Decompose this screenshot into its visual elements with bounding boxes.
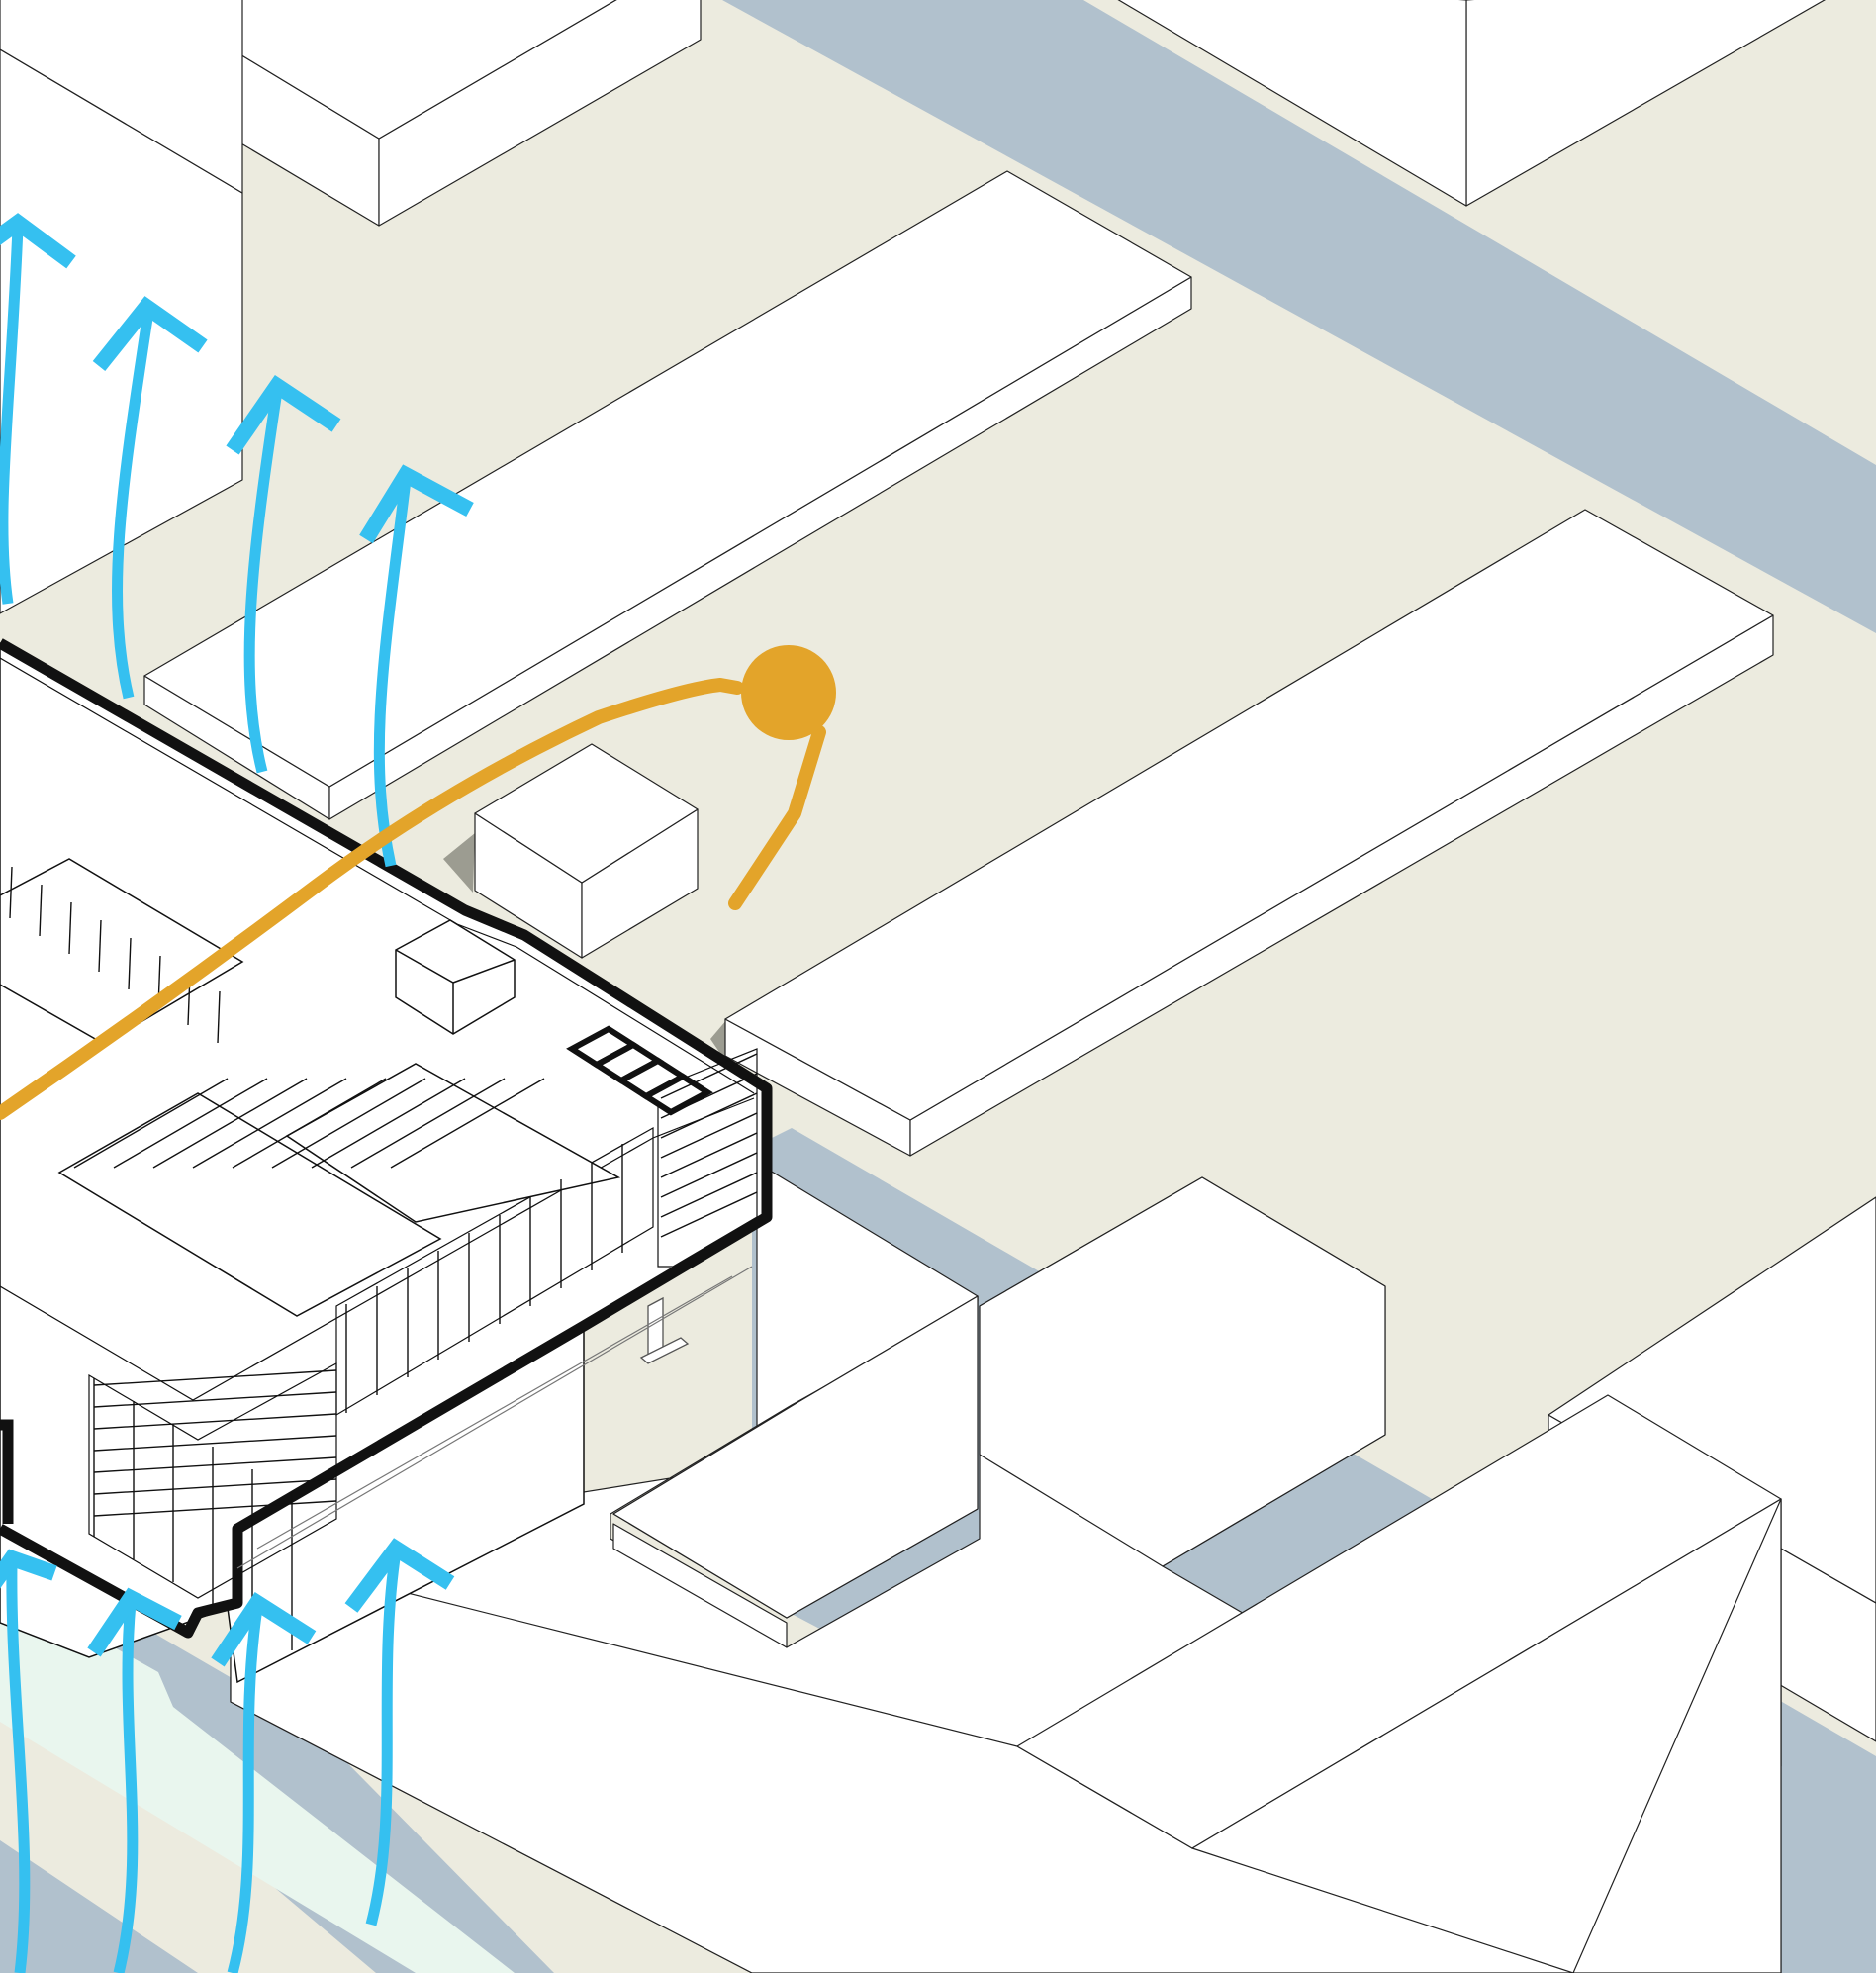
- window-mullion: [660, 1112, 758, 1159]
- window-mullion: [390, 1078, 545, 1169]
- window-mullion: [93, 1369, 337, 1386]
- window-mullion: [93, 1435, 337, 1452]
- window-mullion: [93, 1500, 337, 1517]
- ground-edge: [236, 1266, 753, 1569]
- wind-arrow-head: [0, 213, 76, 269]
- window-mullion: [192, 1078, 347, 1169]
- wind-flow-arrow: [87, 1587, 182, 1973]
- context-building: [230, 1162, 1782, 1973]
- sun-path-arc: [0, 678, 744, 1120]
- window-mullion: [271, 1078, 426, 1169]
- window-mullion: [39, 884, 43, 937]
- road-northeast: [722, 0, 1876, 633]
- wind-arrow-head: [211, 1592, 317, 1667]
- sun-path-tail: [728, 725, 826, 910]
- wind-arrow-shaft: [227, 1607, 263, 1973]
- wind-flow-arrow: [226, 374, 341, 774]
- window-mullion: [93, 1478, 337, 1495]
- wind-flow-arrow: [211, 1592, 317, 1973]
- context-building: [724, 509, 1774, 1157]
- roof-skylight: [285, 1063, 621, 1223]
- wind-arrow-shaft: [0, 227, 24, 605]
- wind-arrow-shaft: [365, 1550, 402, 1926]
- wind-arrow-head: [344, 1538, 455, 1613]
- wind-flow-arrow: [344, 1538, 455, 1926]
- window-mullion: [128, 937, 132, 990]
- road-southwest-lane: [0, 1544, 554, 1973]
- window-mullion: [660, 1053, 758, 1099]
- wind-arrows: [0, 213, 474, 1973]
- roof-skylight: [57, 1092, 442, 1317]
- window-mullion: [350, 1078, 506, 1169]
- road-southwest: [0, 1702, 198, 1973]
- wind-flow-arrow: [359, 464, 474, 868]
- wind-arrow-head: [0, 1549, 57, 1589]
- window-mullion: [217, 990, 221, 1044]
- wind-flow-arrow: [0, 1549, 57, 1973]
- window-mullion: [113, 1078, 268, 1169]
- window-mullion: [232, 1078, 387, 1169]
- window-grid: [9, 866, 758, 1650]
- entrance-icon: [639, 1296, 690, 1364]
- window-mullion: [660, 1172, 758, 1218]
- window-mullion: [660, 1191, 758, 1238]
- rooftop-units: [566, 1025, 713, 1116]
- sun-path: [0, 645, 836, 1120]
- rooftop-structure: [395, 949, 516, 1034]
- window-mullion: [660, 1092, 758, 1139]
- wind-arrow-head: [226, 374, 341, 455]
- window-mullion: [93, 1391, 337, 1408]
- window-mullion: [660, 1152, 758, 1198]
- window-mullion: [68, 901, 72, 955]
- window-mullion: [73, 1078, 229, 1169]
- facade-line: [657, 1048, 758, 1268]
- context-building: [474, 743, 699, 959]
- wind-arrow-shaft: [113, 1602, 139, 1973]
- window-mullion: [98, 919, 102, 973]
- wind-flow-arrow: [92, 296, 208, 700]
- wind-flow-arrow: [0, 213, 76, 605]
- context-building: [143, 170, 1192, 820]
- wind-arrow-shaft: [6, 1562, 31, 1973]
- wind-arrow-head: [92, 296, 208, 371]
- roof-skylight: [0, 858, 244, 1045]
- wind-arrow-head: [87, 1587, 182, 1657]
- context-building: [1117, 0, 1827, 207]
- window-mullion: [93, 1456, 337, 1473]
- wind-arrow-shaft: [373, 479, 412, 868]
- roof-parapet: [0, 657, 755, 1094]
- facade-line: [88, 1362, 337, 1599]
- shadow: [443, 833, 475, 893]
- shadow: [710, 1019, 727, 1064]
- window-mullion: [9, 866, 13, 919]
- wind-arrow-shaft: [243, 390, 283, 774]
- sun-icon: [741, 645, 836, 740]
- wind-arrow-shaft: [112, 311, 154, 700]
- window-mullion: [152, 1078, 308, 1169]
- rooftop-structure: [395, 919, 516, 1035]
- window-mullion: [660, 1132, 758, 1178]
- window-mullion: [93, 1413, 337, 1430]
- subject-building: [0, 638, 773, 1684]
- wind-arrow-head: [359, 464, 474, 544]
- window-mullion: [311, 1078, 466, 1169]
- window-mullion: [660, 1073, 758, 1119]
